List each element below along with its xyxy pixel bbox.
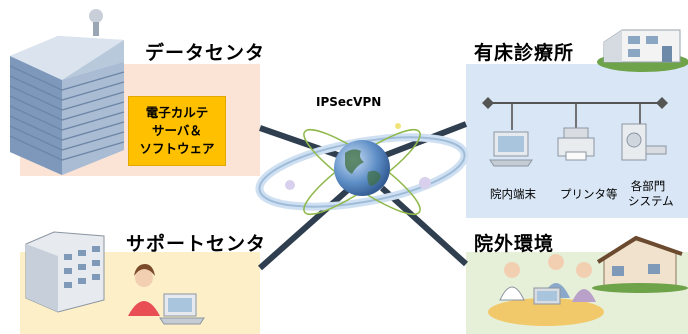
laptop-icon — [533, 287, 561, 305]
emr-server-box: 電子カルテ サーバ＆ ソフトウェア — [128, 96, 226, 166]
house-icon — [592, 235, 688, 293]
printer-icon — [557, 127, 595, 161]
link-support-center — [258, 185, 352, 271]
support-center-title: サポートセンタ — [126, 233, 267, 255]
medical-system-icon — [621, 123, 667, 161]
clinic-title: 有床診療所 — [474, 42, 575, 64]
link-outside — [379, 185, 469, 267]
emr-box-line-2: サーバ＆ — [152, 123, 202, 138]
people-icon — [499, 254, 596, 302]
emr-box-line-3: ソフトウェア — [139, 141, 215, 156]
vpn-label: IPSecVPN — [316, 95, 382, 109]
outside-title: 院外環境 — [474, 233, 555, 255]
data-center-title: データセンタ — [145, 42, 266, 64]
device-label-systems-line-1: 各部門 — [630, 179, 666, 193]
terminal-icon — [489, 131, 533, 167]
device-label-printer: プリンタ等 — [560, 187, 618, 201]
table-icon — [488, 298, 604, 326]
device-label-terminal: 院内端末 — [490, 187, 536, 201]
emr-box-line-1: 電子カルテ — [145, 105, 209, 120]
link-data-center — [259, 125, 353, 163]
globe-icon — [334, 140, 390, 196]
device-label-systems-line-2: システム — [628, 194, 674, 208]
